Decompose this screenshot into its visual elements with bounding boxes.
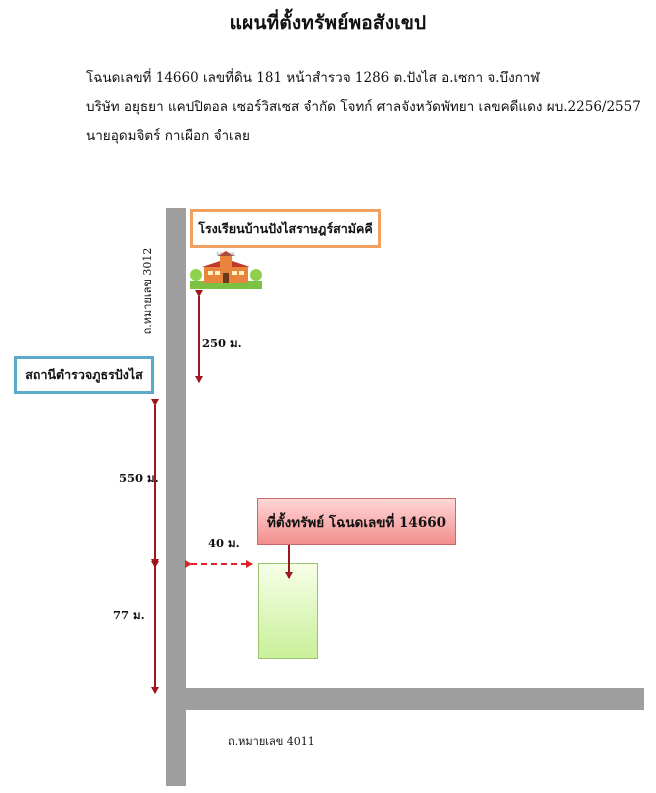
case-info-line: บริษัท อยุธยา แคปปิตอล เซอร์วิสเซส จำกัด…	[86, 99, 641, 115]
road-4011	[186, 688, 644, 710]
deed-info-line: โฉนดเลขที่ 14660 เลขที่ดิน 181 หน้าสำรวจ…	[86, 70, 540, 86]
distance-lot-road-label: 40 ม.	[208, 536, 240, 550]
road-4011-label: ถ.หมายเลข 4011	[228, 735, 315, 748]
school-sign-text: SCHOOL	[217, 252, 236, 258]
school-icon: SCHOOL	[190, 251, 262, 289]
police-label-box: สถานีตำรวจภูธรปังไส	[14, 356, 154, 394]
school-label: โรงเรียนบ้านปังไสราษฎร์สามัคคี	[198, 220, 373, 236]
property-label: ที่ตั้งทรัพย์ โฉนดเลขที่ 14660	[266, 514, 447, 531]
distance-police-label: 550 ม.	[119, 471, 159, 485]
property-lot	[258, 563, 318, 659]
property-label-box: ที่ตั้งทรัพย์ โฉนดเลขที่ 14660	[257, 498, 456, 545]
police-label: สถานีตำรวจภูธรปังไส	[25, 367, 143, 382]
defendant-info-line: นายอุดมจิตร์ กาเผือก จำเลย	[86, 128, 250, 144]
map-title: แผนที่ตั้งทรัพย์พอสังเขป	[229, 12, 427, 34]
distance-lot-junction-label: 77 ม.	[113, 608, 145, 622]
road-3012	[166, 208, 186, 786]
school-label-box: โรงเรียนบ้านปังไสราษฎร์สามัคคี	[190, 209, 381, 248]
distance-school-label: 250 ม.	[202, 336, 242, 350]
